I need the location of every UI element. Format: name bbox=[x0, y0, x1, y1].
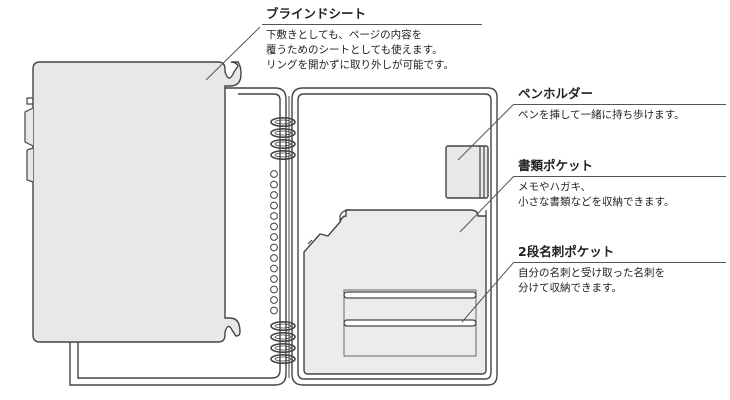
leader-card-pocket bbox=[461, 261, 515, 323]
ring bbox=[270, 150, 296, 161]
punch-hole bbox=[270, 212, 278, 220]
punch-hole bbox=[270, 254, 278, 262]
binder-rings bbox=[270, 96, 296, 378]
ring bbox=[270, 342, 296, 353]
ring bbox=[270, 117, 296, 128]
ring-inner bbox=[274, 141, 292, 147]
business-card-pocket bbox=[343, 289, 477, 357]
punch-hole bbox=[270, 233, 278, 241]
callout-description: 自分の名刺と受け取った名刺を 分けて収納できます。 bbox=[518, 267, 665, 294]
ring-inner bbox=[274, 323, 292, 329]
binder-outline bbox=[69, 87, 498, 386]
ring-inner bbox=[274, 345, 292, 351]
punch-hole bbox=[270, 243, 278, 252]
pen-holder bbox=[445, 145, 489, 199]
punch-hole bbox=[270, 170, 278, 178]
punch-hole bbox=[270, 285, 278, 294]
callout-blind-sheet: ブラインドシート 下敷きとしても、ページの内容を 覆うためのシートとしても使えま… bbox=[262, 6, 482, 73]
punch-hole bbox=[270, 180, 278, 189]
ring-inner bbox=[274, 130, 292, 136]
ring bbox=[270, 320, 296, 331]
punch-hole bbox=[270, 296, 278, 304]
ring-inner bbox=[274, 119, 292, 125]
ring bbox=[270, 353, 296, 364]
callout-title: 2段名刺ポケット bbox=[514, 244, 726, 263]
leader-document-pocket bbox=[459, 175, 515, 233]
callout-document-pocket: 書類ポケット メモやハガキ、 小さな書類などを収納できます。 bbox=[514, 158, 726, 210]
leader-lines bbox=[205, 26, 515, 323]
ring-inner bbox=[274, 356, 292, 362]
ring bbox=[270, 139, 296, 150]
callout-description: メモやハガキ、 小さな書類などを収納できます。 bbox=[518, 181, 675, 208]
blind-sheet bbox=[24, 61, 242, 343]
punch-hole bbox=[270, 222, 278, 231]
callout-title: ブラインドシート bbox=[262, 6, 482, 25]
callout-card-pocket: 2段名刺ポケット 自分の名刺と受け取った名刺を 分けて収納できます。 bbox=[514, 244, 726, 296]
callout-description: ペンを挿して一緒に持ち歩けます。 bbox=[518, 109, 685, 121]
ring-inner bbox=[274, 152, 292, 158]
punch-hole bbox=[270, 275, 278, 283]
ring bbox=[270, 331, 296, 342]
punch-hole bbox=[270, 264, 278, 273]
punch-hole bbox=[270, 201, 278, 210]
ring-inner bbox=[274, 334, 292, 340]
leader-pen-holder bbox=[457, 103, 515, 161]
callout-description: 下敷きとしても、ページの内容を 覆うためのシートとしても使えます。 リングを開か… bbox=[266, 29, 454, 71]
callout-pen-holder: ペンホルダー ペンを挿して一緒に持ち歩けます。 bbox=[514, 86, 726, 123]
callout-title: 書類ポケット bbox=[514, 158, 726, 177]
punch-hole bbox=[270, 306, 278, 315]
ring bbox=[270, 128, 296, 139]
punch-hole bbox=[270, 191, 278, 199]
callout-title: ペンホルダー bbox=[514, 86, 726, 105]
leader-blind-sheet bbox=[205, 26, 261, 81]
